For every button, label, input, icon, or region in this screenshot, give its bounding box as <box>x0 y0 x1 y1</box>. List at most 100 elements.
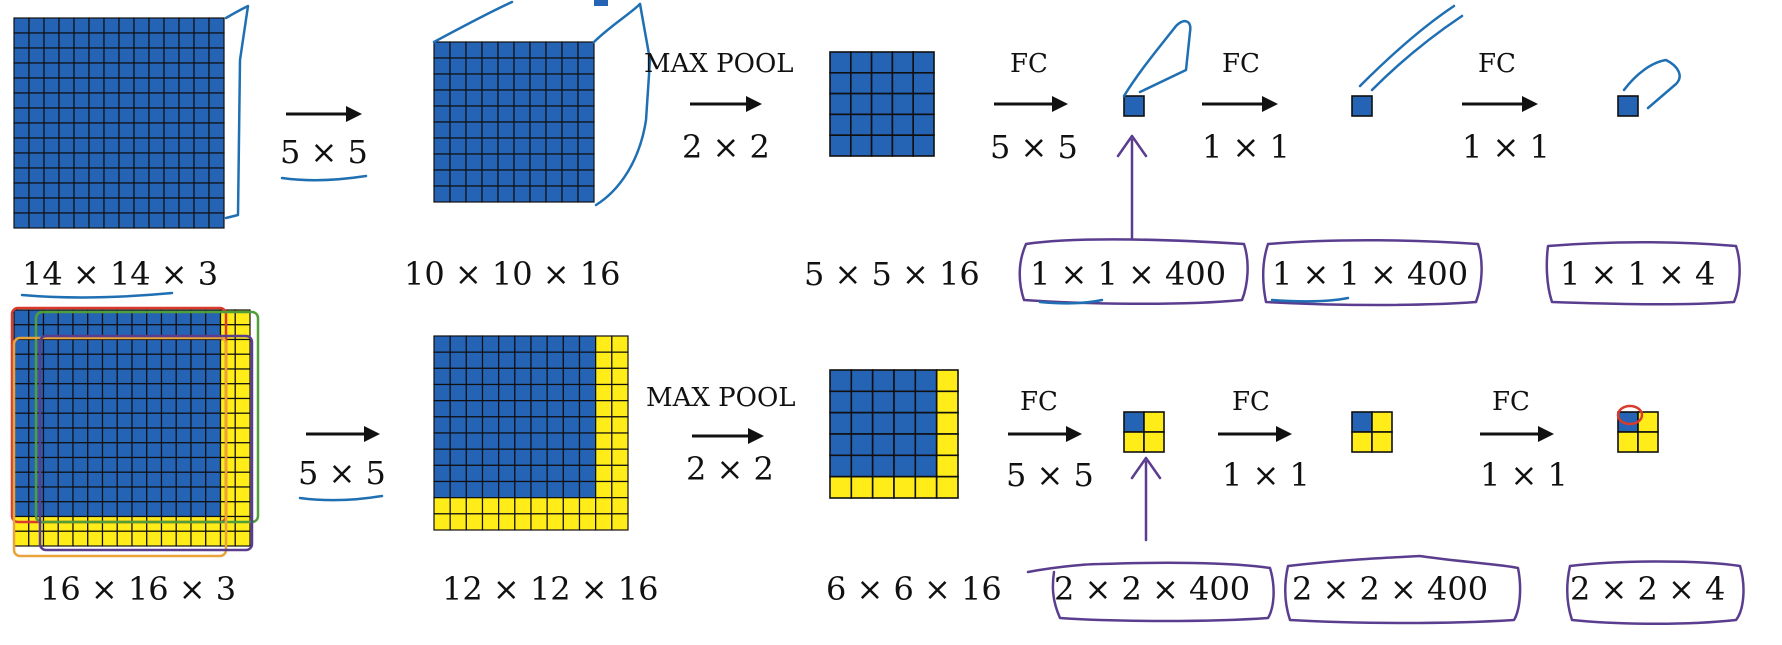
bottom-input-cell <box>190 530 207 547</box>
top-input-cell <box>58 107 75 124</box>
bottom-conv-cell <box>514 351 532 369</box>
top-input-cell <box>58 152 75 169</box>
top-input-cell <box>118 137 135 154</box>
bottom-conv-cell <box>481 383 500 402</box>
top-pool-label: 5 × 5 × 16 <box>804 255 980 293</box>
bottom-input-cell <box>116 368 133 385</box>
bottom-pool-cell <box>914 411 938 435</box>
bottom-input-cell <box>190 338 207 355</box>
bottom-input-cell <box>57 486 74 503</box>
top-input-cell <box>13 47 30 64</box>
bottom-input-cell <box>146 501 163 518</box>
top-conv-cell <box>449 73 467 91</box>
bottom-pool-cell <box>914 475 938 499</box>
bottom-pool-cell <box>850 475 874 499</box>
top-conv-cell <box>561 73 579 91</box>
top-pool-cell <box>912 113 935 137</box>
top-input-cell <box>208 32 225 49</box>
bottom-conv-cell <box>465 416 484 434</box>
top-input-cell <box>148 47 165 64</box>
bottom-conv-cell <box>595 351 613 369</box>
top-input-cell <box>193 32 210 49</box>
bottom-input-cell <box>175 368 192 385</box>
bottom-input-cell <box>234 412 251 429</box>
bottom-conv-cell <box>433 432 451 450</box>
bottom-conv-cell <box>498 497 516 515</box>
top-conv-cell <box>561 105 579 123</box>
bottom-input-cell <box>57 427 74 444</box>
top-input-cell <box>28 17 45 34</box>
top-input-cell <box>13 167 30 184</box>
bottom-input-cell <box>42 338 59 355</box>
bottom-conv-cell <box>546 416 564 434</box>
top-conv-cell <box>513 73 531 91</box>
top-input-cell <box>73 167 90 184</box>
top-input-cell <box>43 197 60 214</box>
top-input-cell <box>208 197 225 214</box>
bottom-input-cell <box>190 368 207 385</box>
top-input-cell <box>43 17 60 34</box>
bottom-conv-cell <box>498 416 516 434</box>
bottom-conv-cell <box>433 367 451 386</box>
top-conv-corner-mark <box>594 0 608 6</box>
top-fc1-kernel: 5 × 5 <box>990 128 1078 166</box>
top-input-cell <box>13 137 30 154</box>
bottom-pool-cell <box>935 369 959 393</box>
top-input-cell <box>208 137 225 154</box>
top-fc1-label: 1 × 1 × 400 <box>1030 255 1226 293</box>
bottom-conv-cell <box>578 432 597 450</box>
top-input-cell <box>28 122 45 139</box>
bottom-input-cell <box>13 309 30 326</box>
bottom-input-cell <box>146 442 163 459</box>
top-input-cell <box>163 77 180 94</box>
top-conv-cell <box>545 41 563 59</box>
bottom-input-cell <box>42 456 59 473</box>
bottom-fc3-highlight-circle <box>1616 404 1644 426</box>
bottom-conv-cell <box>498 335 516 353</box>
top-conv-cell <box>497 137 515 155</box>
bottom-conv-cell <box>611 351 629 369</box>
top-input-cell <box>73 212 90 229</box>
bottom-input-cell <box>234 368 251 385</box>
bottom-pool-cell <box>893 475 917 499</box>
top-input-cell <box>28 182 45 199</box>
bottom-conv-cell <box>546 432 564 450</box>
bottom-conv-cell <box>595 400 613 418</box>
bottom-conv-cell <box>530 513 548 531</box>
bottom-conv-cell <box>595 416 613 434</box>
bottom-input-cell <box>131 412 148 429</box>
top-conv-cell <box>529 153 547 171</box>
top-conv-cell <box>513 89 531 107</box>
top-conv-cell <box>497 185 515 203</box>
bottom-input-cell <box>146 427 163 444</box>
bottom-conv-cell <box>498 448 516 466</box>
top-input-cell <box>13 77 30 94</box>
bottom-input-cell <box>190 515 207 532</box>
bottom-input-cell <box>101 501 118 518</box>
bottom-conv-cell <box>514 416 532 434</box>
top-conv-cell <box>433 89 451 107</box>
bottom-input-cell <box>146 383 163 400</box>
top-input-cell <box>178 47 195 64</box>
bottom-fc1-op: FC <box>1020 387 1058 417</box>
bottom-fc2-cell <box>1351 411 1373 433</box>
bottom-fc3-label: 2 × 2 × 4 <box>1570 570 1725 608</box>
bottom-fc2-label-circle <box>1284 554 1522 625</box>
bottom-conv-cell <box>530 416 548 434</box>
top-fc3-cell <box>1617 95 1639 117</box>
bottom-conv-cell <box>514 448 532 466</box>
bottom-input-cell <box>219 515 236 532</box>
top-conv-cell <box>481 41 499 59</box>
bottom-fc2-label: 2 × 2 × 400 <box>1292 570 1488 608</box>
bottom-conv-cell <box>578 497 597 515</box>
bottom-input-cell <box>175 530 192 547</box>
bottom-input-cell <box>72 368 89 385</box>
bottom-input-cell <box>131 383 148 400</box>
top-input-cell <box>43 122 60 139</box>
top-input-cell <box>43 137 60 154</box>
top-conv-cell <box>577 89 595 107</box>
bottom-input-cell <box>116 338 133 355</box>
top-conv-cell <box>577 137 595 155</box>
bottom-input-cell <box>57 338 74 355</box>
top-input-cell <box>148 17 165 34</box>
